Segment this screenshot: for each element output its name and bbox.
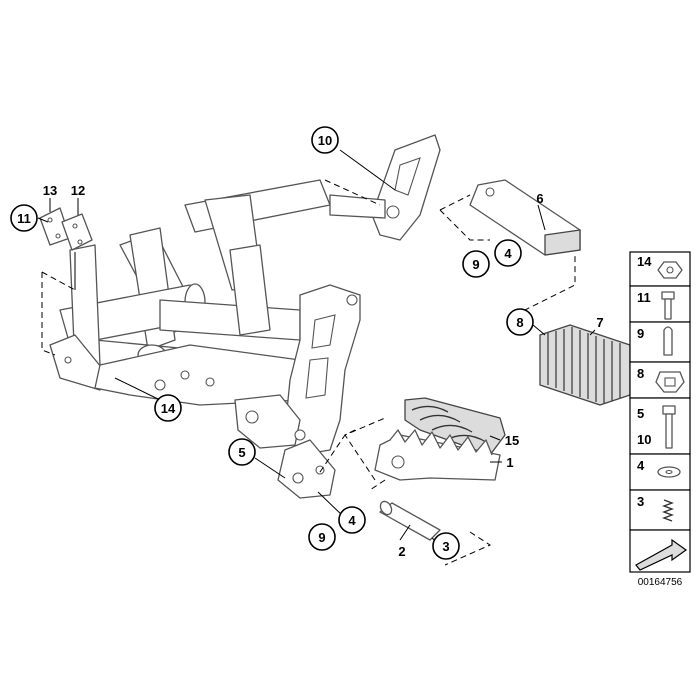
callout-circle-9-bottom	[308, 523, 336, 551]
passenger-footpeg-hole	[485, 187, 495, 197]
callout-label-2: 2	[398, 544, 405, 559]
callout-label-11: 11	[17, 211, 31, 226]
legend-cell-9	[629, 321, 691, 363]
footrest-mount-hole	[292, 472, 304, 484]
callout-circle-10	[311, 126, 339, 154]
frame-center-hole-c	[205, 377, 215, 387]
rubber-pad-ribs	[547, 327, 621, 403]
callout-label-9-top: 9	[472, 257, 479, 272]
fastener-legend: 14 11 9 8 5 10 4 3	[629, 251, 691, 573]
frame-left-bracket-hole	[64, 356, 72, 364]
callout-label-14: 14	[161, 401, 176, 416]
plate-13-hole-a	[47, 217, 53, 223]
frame-lower-bracket	[234, 394, 301, 449]
legend-label-14: 14	[637, 254, 652, 269]
legend-label-3: 3	[637, 494, 644, 509]
plate-12-hole-a	[72, 223, 78, 229]
passenger-peg-dash	[324, 179, 381, 206]
screw-icon-head	[661, 291, 675, 300]
callout-circle-8	[506, 308, 534, 336]
callout-label-9-bottom: 9	[318, 530, 325, 545]
frame-center-hole-a	[154, 379, 166, 391]
callout-label-6: 6	[536, 191, 543, 206]
callout-circle-9-top	[462, 250, 490, 278]
callout-circle-14	[154, 394, 182, 422]
passenger-footpeg-dash	[439, 194, 471, 211]
passenger-peg-bracket-hole	[386, 205, 400, 219]
callouts: 10 11 13 12 14 6 9 4 8 7 15 1 5 9 4 2 3	[10, 126, 604, 560]
frame-right-cutout-a	[311, 314, 336, 349]
callout-circle-5	[228, 438, 256, 466]
direction-arrow-icon	[635, 538, 688, 571]
plates-11-12-13	[39, 207, 93, 251]
frame-center-hole-b	[180, 370, 190, 380]
legend-label-11: 11	[637, 290, 651, 305]
callout-label-3: 3	[442, 539, 449, 554]
legend-label-4: 4	[637, 458, 645, 473]
passenger-peg-bracket-slot	[394, 157, 421, 196]
frame-mid-tube	[229, 244, 271, 336]
washer-icon-hole	[665, 469, 673, 475]
rider-footpeg-teeth	[389, 429, 493, 456]
callout-circle-4-top	[494, 239, 522, 267]
rider-footpeg-1	[374, 429, 501, 481]
pin-2	[379, 500, 441, 541]
legend-label-5: 5	[637, 406, 644, 421]
clip-nut-icon-hole	[664, 377, 676, 387]
plate-13-hole-b	[55, 233, 61, 239]
reference-number: 00164756	[638, 577, 683, 588]
callout-circle-11	[10, 204, 38, 232]
legend-cell-3	[629, 489, 691, 531]
callout-label-1: 1	[506, 455, 513, 470]
frame-right-hole-top	[346, 294, 358, 306]
callout-label-13: 13	[43, 183, 57, 198]
screw-icon-shank	[664, 298, 672, 320]
legend-label-10: 10	[637, 432, 651, 447]
callout-label-5: 5	[238, 445, 245, 460]
rider-footpeg-hole	[391, 455, 405, 469]
rubber-pad-7	[539, 324, 631, 406]
callout-label-10: 10	[318, 133, 332, 148]
cotter-pin-icon	[663, 326, 673, 356]
rider-pad-body	[404, 397, 506, 456]
legend-cell-5-10	[629, 397, 691, 455]
passenger-footrest-assembly	[324, 134, 441, 241]
frame-structure	[49, 179, 361, 499]
legend-label-8: 8	[637, 366, 644, 381]
plate-12	[61, 213, 93, 251]
callout-label-7: 7	[596, 315, 603, 330]
callout-circle-3	[432, 532, 460, 560]
nut-icon-hole	[666, 266, 674, 274]
callout-label-8: 8	[516, 315, 523, 330]
frame-right-cutout-b	[305, 357, 329, 399]
callout-label-15: 15	[505, 433, 519, 448]
callout-label-12: 12	[71, 183, 85, 198]
pin-end	[379, 500, 393, 516]
rider-rubber-pad-15	[404, 397, 506, 456]
callout-circle-4-bottom	[338, 506, 366, 534]
frame-lower-bracket-hole-b	[294, 429, 306, 441]
legend-label-9: 9	[637, 326, 644, 341]
frame-long-tube	[159, 299, 301, 341]
frame-lower-bracket-hole	[245, 410, 259, 424]
footrest-mount-hole-b	[315, 465, 325, 475]
passenger-footpeg-end	[544, 229, 581, 256]
callout-label-4-top: 4	[504, 246, 512, 261]
passenger-footpeg-6	[439, 179, 581, 256]
passenger-peg-arm	[329, 194, 386, 219]
footrest-mount-bracket	[277, 439, 336, 499]
rubber-pad-body	[539, 324, 631, 406]
bolt-icon-shank	[665, 413, 673, 449]
plate-12-hole-b	[77, 239, 83, 245]
callout-label-4-bottom: 4	[348, 513, 356, 528]
bolt-icon-head	[662, 405, 676, 415]
spring-icon	[662, 499, 674, 522]
